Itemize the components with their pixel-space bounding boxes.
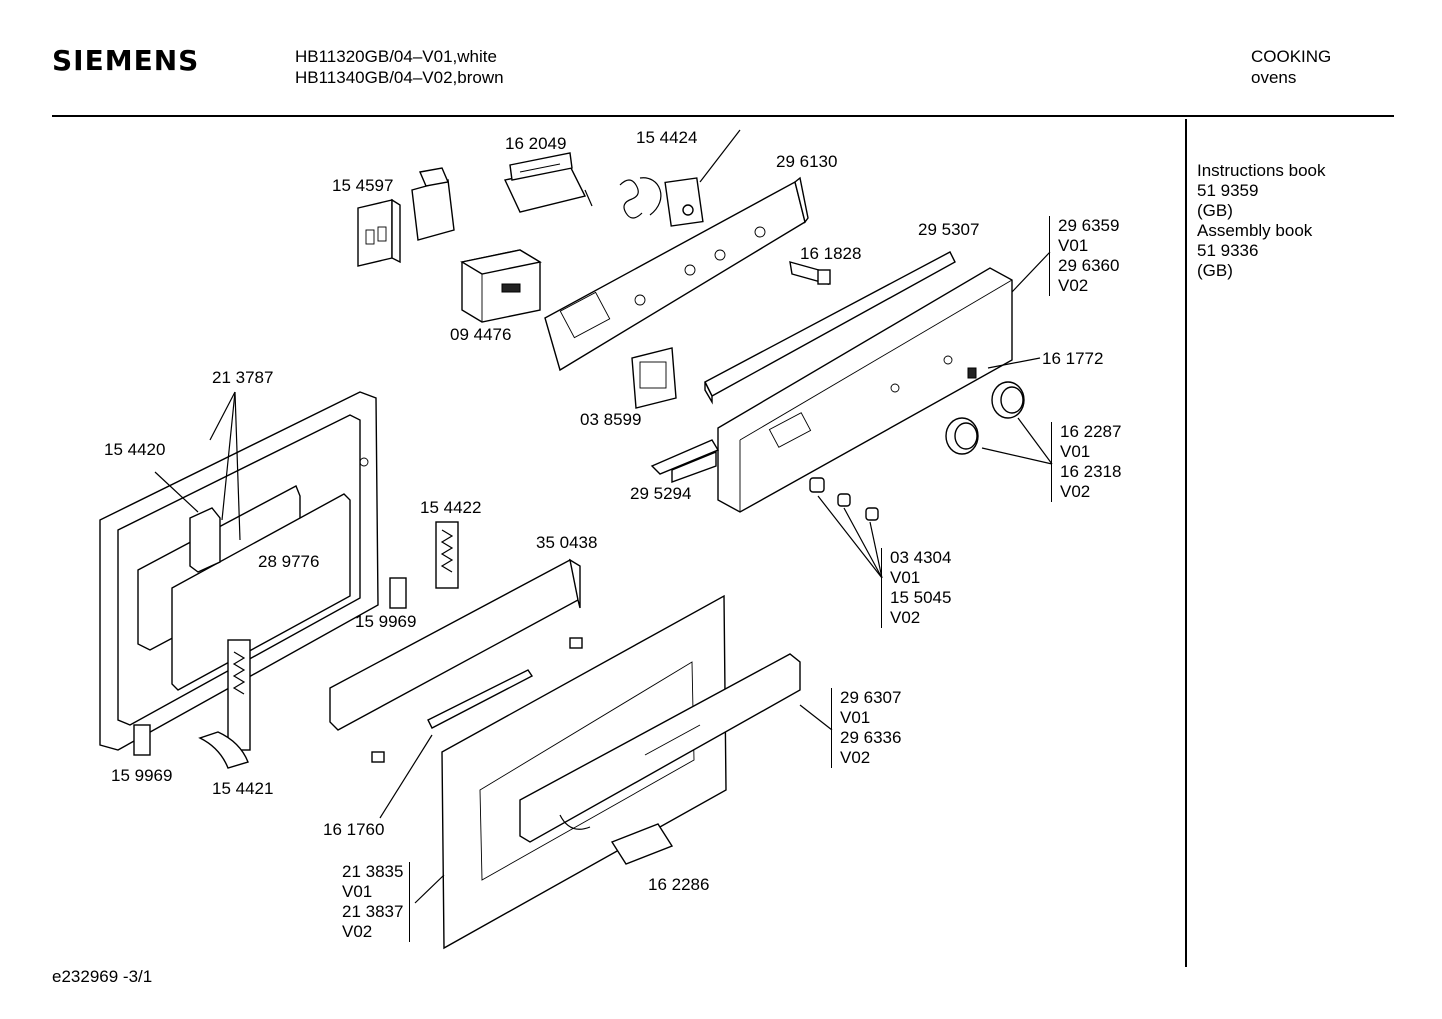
group-line: 16 2318 [1060, 462, 1122, 481]
part-label: 28 9776 [258, 552, 320, 571]
thermostat-drawing [619, 129, 741, 227]
button-drawing [809, 477, 879, 521]
group-line: V02 [1058, 276, 1089, 295]
part-group-handle: 29 6307 V01 29 6336 V02 [831, 688, 901, 768]
model-line-1: HB11320GB/04–V01,white [295, 47, 497, 66]
part-label: 15 9969 [355, 612, 417, 631]
part-label: 16 2049 [505, 134, 567, 153]
subcategory: ovens [1251, 68, 1297, 87]
group-line: V02 [840, 748, 871, 767]
timer-drawing [460, 249, 542, 323]
part-label: 16 1828 [800, 244, 862, 263]
model-list: HB11320GB/04–V01,white HB11340GB/04–V02,… [295, 46, 504, 88]
clip-drawing [371, 751, 385, 763]
group-line: 03 4304 [890, 548, 952, 567]
part-label: 29 6130 [776, 152, 838, 171]
doc-line: 51 9336 [1197, 241, 1259, 260]
group-line: V02 [1060, 482, 1091, 501]
documentation-list: Instructions book 51 9359 (GB) Assembly … [1197, 161, 1326, 281]
part-label: 16 2286 [648, 875, 710, 894]
switch-drawing [789, 261, 831, 285]
clip-upper-drawing [569, 637, 583, 649]
door-clip-drawing [610, 823, 674, 865]
group-line: 21 3835 [342, 862, 404, 881]
group-line: 29 6359 [1058, 216, 1120, 235]
part-label: 15 4424 [636, 128, 698, 147]
part-label: 16 1772 [1042, 349, 1104, 368]
group-line: 15 5045 [890, 588, 952, 607]
group-line: 16 2287 [1060, 422, 1122, 441]
terminal-block-drawing [357, 167, 455, 267]
part-group-control-panel: 29 6359 V01 29 6360 V02 [1049, 216, 1119, 296]
group-line: V01 [1058, 236, 1089, 255]
doc-line: Instructions book [1197, 161, 1326, 180]
part-label: 15 4420 [104, 440, 166, 459]
glass-panel-drawing [171, 493, 351, 691]
exploded-parts-diagram [99, 129, 1053, 950]
part-label: 15 4421 [212, 779, 274, 798]
part-label: 29 5307 [918, 220, 980, 239]
rail-drawing [329, 558, 581, 731]
hinge-drawing [435, 521, 459, 589]
control-panel-drawing [717, 267, 1013, 513]
group-line: 29 6307 [840, 688, 902, 707]
bracket-drawing [650, 439, 720, 483]
sidebar-divider [1185, 119, 1187, 967]
leader-lines [154, 251, 1053, 904]
model-line-2: HB11340GB/04–V02,brown [295, 68, 504, 87]
part-group-door: 21 3835 V01 21 3837 V02 [342, 862, 411, 942]
doc-line: Assembly book [1197, 221, 1313, 240]
panel-strip-drawing [704, 251, 956, 405]
knob-drawing [945, 381, 1025, 455]
group-line: V01 [1060, 442, 1091, 461]
group-line: V02 [890, 608, 921, 627]
part-label: 09 4476 [450, 325, 512, 344]
spacer-drawing [389, 577, 407, 609]
latch-drawing [189, 507, 221, 573]
handle-drawing [519, 653, 801, 843]
brand-logo: SIEMENS [52, 44, 200, 77]
doc-line: (GB) [1197, 261, 1233, 280]
group-line: V01 [840, 708, 871, 727]
part-group-knobs: 16 2287 V01 16 2318 V02 [1051, 422, 1121, 502]
part-label: 35 0438 [536, 533, 598, 552]
document-code: e232969 -3/1 [52, 967, 153, 986]
group-line: V01 [342, 882, 373, 901]
selector-switch-drawing [503, 152, 593, 213]
part-label: 15 9969 [111, 766, 173, 785]
group-line: 29 6360 [1058, 256, 1120, 275]
part-label: 15 4422 [420, 498, 482, 517]
display-drawing [631, 347, 677, 409]
category-block: COOKING ovens [1251, 46, 1331, 88]
group-line: 29 6336 [840, 728, 902, 747]
part-group-buttons: 03 4304 V01 15 5045 V02 [881, 548, 951, 628]
doc-line: (GB) [1197, 201, 1233, 220]
group-line: 21 3837 [342, 902, 404, 921]
doc-line: 51 9359 [1197, 181, 1259, 200]
category: COOKING [1251, 47, 1332, 66]
group-line: V01 [890, 568, 921, 587]
part-label: 16 1760 [323, 820, 385, 839]
seal-strip-drawing [427, 669, 534, 729]
hinge-lower-drawing [198, 639, 251, 769]
control-bracket-drawing [544, 176, 809, 372]
part-label: 15 4597 [332, 176, 394, 195]
spacer-lower-drawing [133, 724, 151, 756]
header-divider [52, 115, 1394, 117]
part-label: 03 8599 [580, 410, 642, 429]
part-label: 29 5294 [630, 484, 692, 503]
part-label: 21 3787 [212, 368, 274, 387]
group-line: V02 [342, 922, 373, 941]
